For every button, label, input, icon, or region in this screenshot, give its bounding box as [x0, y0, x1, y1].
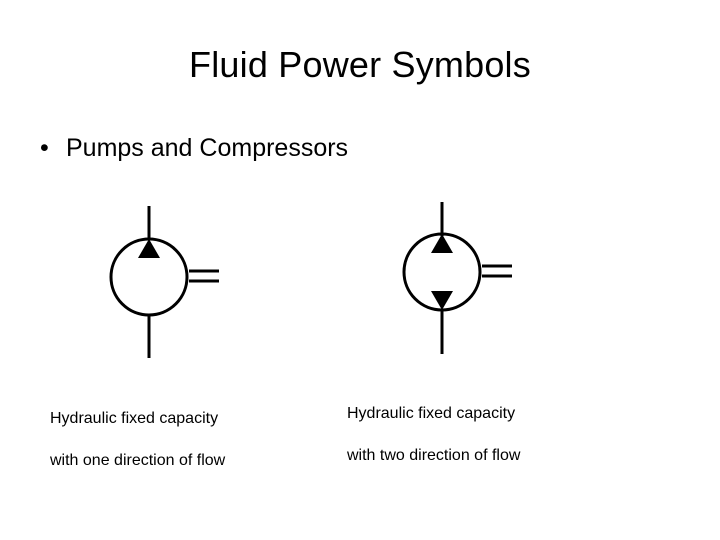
caption-line: Hydraulic fixed capacity — [347, 405, 516, 422]
flow-arrow-up — [138, 239, 160, 258]
pump-symbol-two-direction — [402, 202, 512, 354]
slide-title: Fluid Power Symbols — [189, 44, 531, 85]
caption-line: Hydraulic fixed capacity — [50, 410, 219, 427]
caption-two-direction: Hydraulic fixed capacity with two direct… — [347, 382, 520, 487]
caption-line: with two direction of flow — [347, 447, 521, 464]
bullet-item: • Pumps and Compressors — [40, 134, 348, 163]
bullet-text: Pumps and Compressors — [66, 134, 349, 162]
bullet-marker: • — [40, 134, 49, 162]
flow-arrow-down — [431, 291, 453, 310]
flow-arrow-up — [431, 234, 453, 253]
pump-symbol-one-direction — [109, 206, 219, 358]
caption-line: with one direction of flow — [50, 452, 226, 469]
caption-one-direction: Hydraulic fixed capacity with one direct… — [50, 387, 225, 492]
